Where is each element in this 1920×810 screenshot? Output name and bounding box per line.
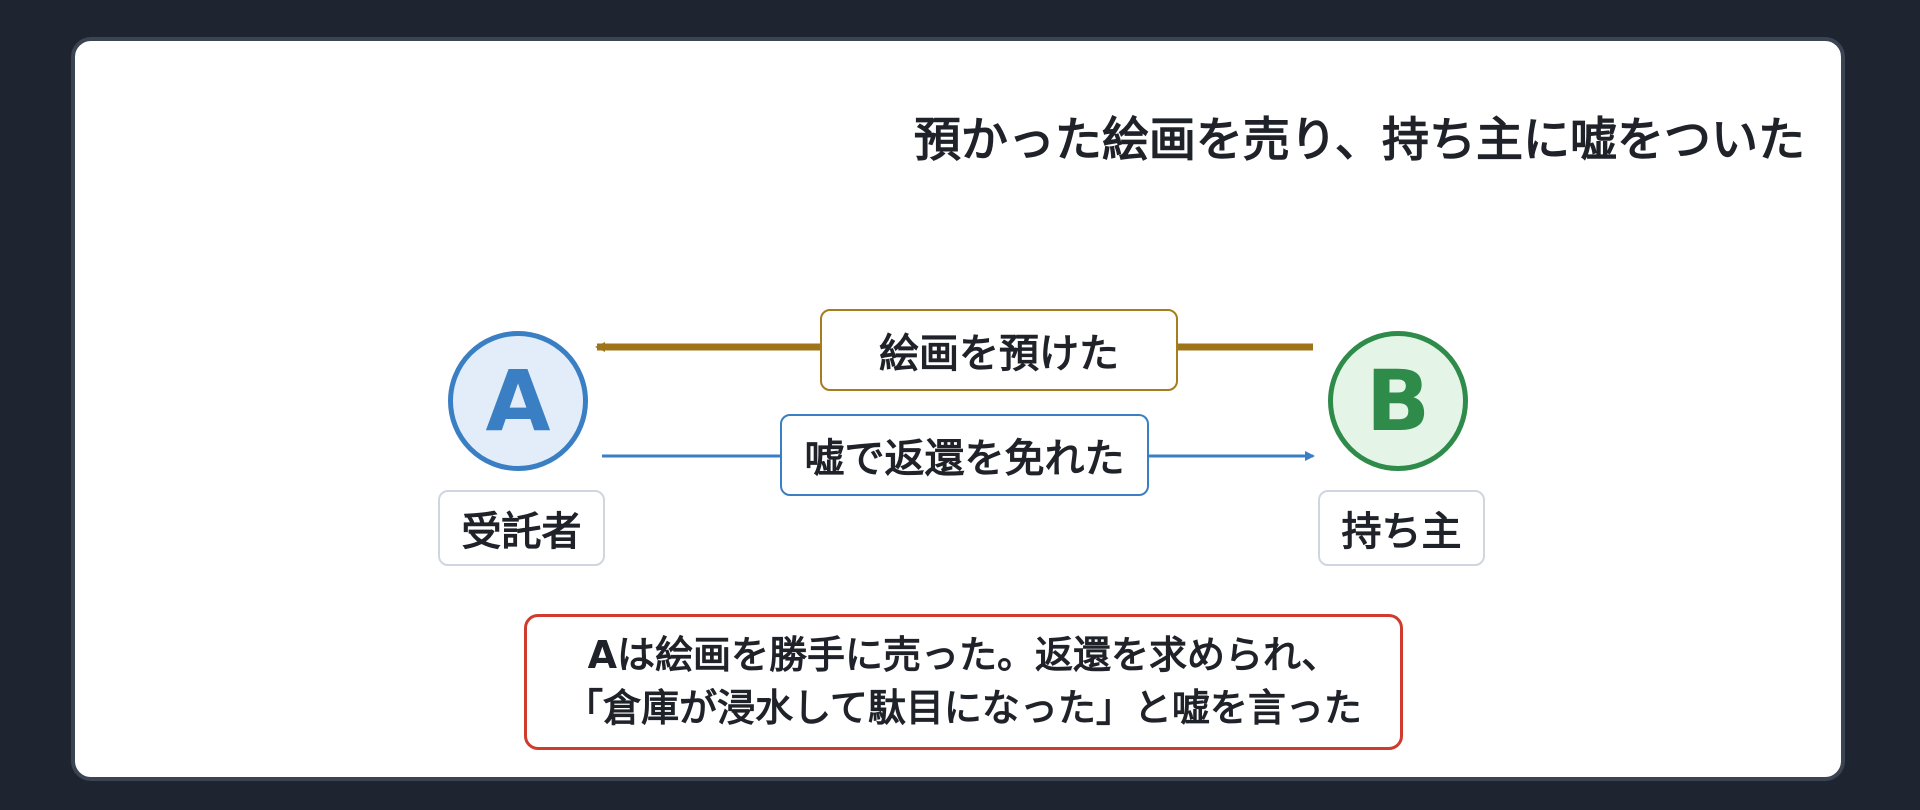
node-b: B — [1328, 331, 1468, 471]
note-line-2: 「倉庫が浸水して駄目になった」と嘘を言った — [565, 686, 1362, 730]
edge-label-entrusted: 絵画を預けた — [820, 309, 1178, 391]
node-a: A — [448, 331, 588, 471]
diagram-title: 預かった絵画を売り、持ち主に嘘をついた — [913, 113, 1805, 168]
edge-label-avoided: 嘘で返還を免れた — [780, 414, 1149, 496]
role-label-a: 受託者 — [438, 490, 605, 566]
scenario-card: 預かった絵画を売り、持ち主に嘘をついた 絵画を預けた 嘘で返還を免れた A 受託… — [71, 37, 1845, 781]
explanation-note: Aは絵画を勝手に売った。返還を求められ、 「倉庫が浸水して駄目になった」と嘘を言… — [524, 614, 1403, 750]
note-line-1: Aは絵画を勝手に売った。返還を求められ、 — [587, 632, 1340, 677]
role-label-b: 持ち主 — [1318, 490, 1485, 566]
